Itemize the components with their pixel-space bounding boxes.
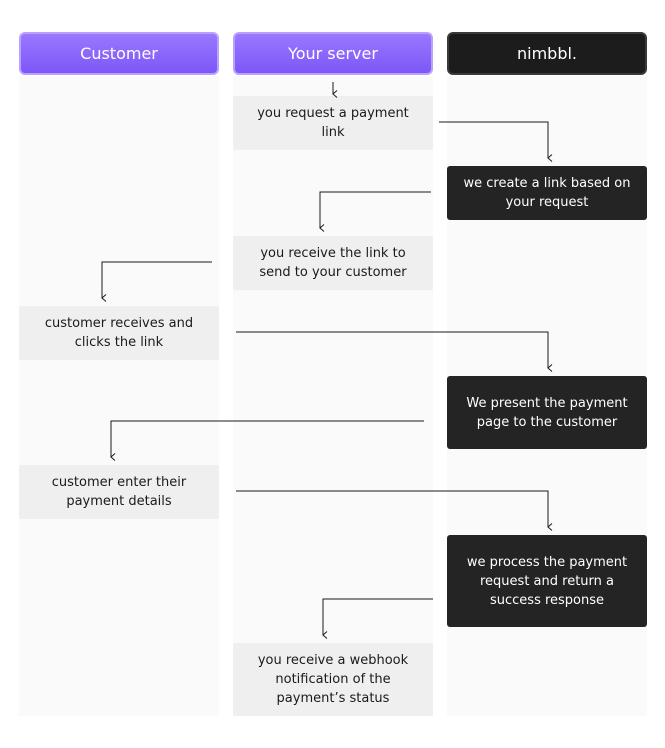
customer-lane xyxy=(19,76,219,716)
step-present-payment-page: We present the payment page to the custo… xyxy=(447,376,647,449)
customer-lane-header: Customer xyxy=(19,32,219,75)
step-receive-link: you receive the link to send to your cus… xyxy=(233,236,433,290)
step-customer-enters-details: customer enter their payment details xyxy=(19,465,219,519)
step-receive-webhook: you receive a webhook notification of th… xyxy=(233,643,433,716)
step-request-link: you request a payment link xyxy=(233,96,433,150)
server-lane-header: Your server xyxy=(233,32,433,75)
step-customer-clicks-link: customer receives and clicks the link xyxy=(19,306,219,360)
nimbbl-lane-header: nimbbl. xyxy=(447,32,647,75)
step-create-link: we create a link based on your request xyxy=(447,166,647,220)
server-lane xyxy=(233,76,433,716)
step-process-payment: we process the payment request and retur… xyxy=(447,535,647,627)
